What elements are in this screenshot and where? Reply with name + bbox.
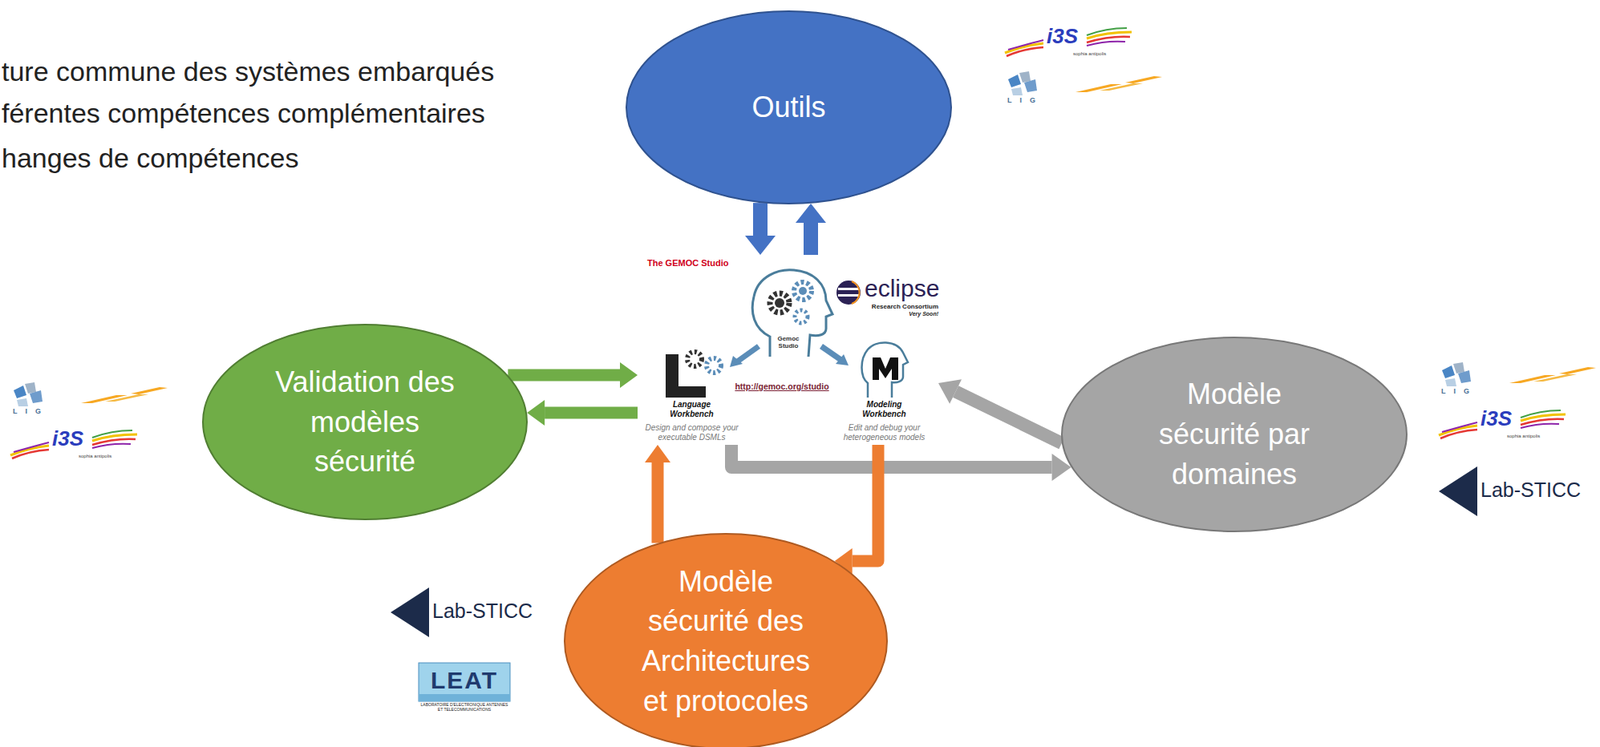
ellipse-shape (564, 534, 888, 747)
arrow-shaft (955, 392, 1062, 444)
logo-subtext: sophia antipolis (1073, 51, 1106, 57)
logo-subtext: LABORATOIRE D'ELECTRONIQUE ANTENNES ET T… (418, 703, 511, 713)
node-title: Outils (668, 87, 910, 128)
ellipse-shape (1061, 337, 1407, 532)
logo-subtext: sophia antipolis (1506, 433, 1540, 439)
node-text: Design and compose your executable DSMLs (637, 423, 746, 443)
flow-arrow (507, 362, 638, 389)
workbench-box: Language WorkbenchDesign and compose you… (637, 336, 746, 446)
flow-arrow (745, 202, 776, 256)
heading-line: ture commune des systèmes embarqués (1, 56, 495, 88)
logo-text: i3S (1480, 406, 1512, 432)
arrow-head (795, 203, 827, 223)
arrow-head (745, 235, 776, 256)
arrow-shaft (544, 407, 638, 420)
node-title: The GEMOC Studio (647, 258, 729, 268)
node-title: Validation des modèles sécurité (259, 362, 470, 483)
arrow-head (526, 400, 545, 426)
logo-text: i3S (1046, 24, 1078, 49)
logo-subtext: Very Soon! (866, 311, 939, 317)
flow-arrow (731, 445, 1072, 482)
arrow-head (644, 445, 671, 463)
heading-line: férentes compétences complémentaires (1, 97, 486, 130)
logo-text: i3S (52, 426, 84, 452)
arrow-head (938, 379, 962, 405)
arrow-shaft (507, 369, 620, 382)
arrow-head (619, 362, 638, 389)
flow-arrow (938, 379, 1062, 444)
arrow-shaft (731, 445, 1053, 468)
logo-text: Lab-STICC (432, 599, 533, 624)
logo-text: Lab-STICC (1480, 478, 1581, 503)
workbench-box: Modeling WorkbenchEdit and debug your he… (830, 336, 939, 446)
node-text: Edit and debug your heterogeneous models (830, 423, 939, 443)
logo-text: LIG (1441, 387, 1478, 396)
arrow-shaft (852, 445, 879, 562)
heading-line: hanges de compétences (1, 142, 299, 175)
logo-text: LEAT (418, 667, 511, 695)
arrow-shaft (652, 462, 665, 544)
architecture-model-ellipse: Modèle sécurité des Architectures et pro… (563, 533, 888, 747)
arrow-shaft (753, 202, 768, 236)
node-text: http://gemoc.org/studio (731, 381, 833, 392)
ellipse-shape (626, 11, 952, 204)
flow-arrow (834, 445, 879, 575)
domain-model-ellipse: Modèle sécurité par domaines (1061, 336, 1408, 533)
logo-text: LIG (1007, 96, 1044, 105)
icon-text: Gemoc Studio (772, 336, 805, 351)
logo-subtext: sophia antipolis (78, 453, 112, 459)
node-title: Modeling Workbench (856, 400, 913, 420)
flow-arrow (526, 400, 638, 426)
logo-subtext: Research Consortium (866, 303, 939, 311)
node-title: Modèle sécurité des Architectures et pro… (630, 562, 822, 722)
logo-text: eclipse (864, 275, 940, 303)
node-title: Language Workbench (664, 400, 721, 420)
validation-ellipse: Validation des modèles sécurité (202, 324, 528, 521)
flow-arrow (795, 203, 827, 256)
ellipse-shape (202, 324, 527, 520)
logo-text: LIG (12, 407, 49, 416)
tool-ellipse: Outils (625, 10, 952, 205)
node-title: Modèle sécurité par domaines (1141, 374, 1328, 495)
arrow-shaft (803, 222, 819, 256)
flow-arrow (644, 445, 671, 544)
